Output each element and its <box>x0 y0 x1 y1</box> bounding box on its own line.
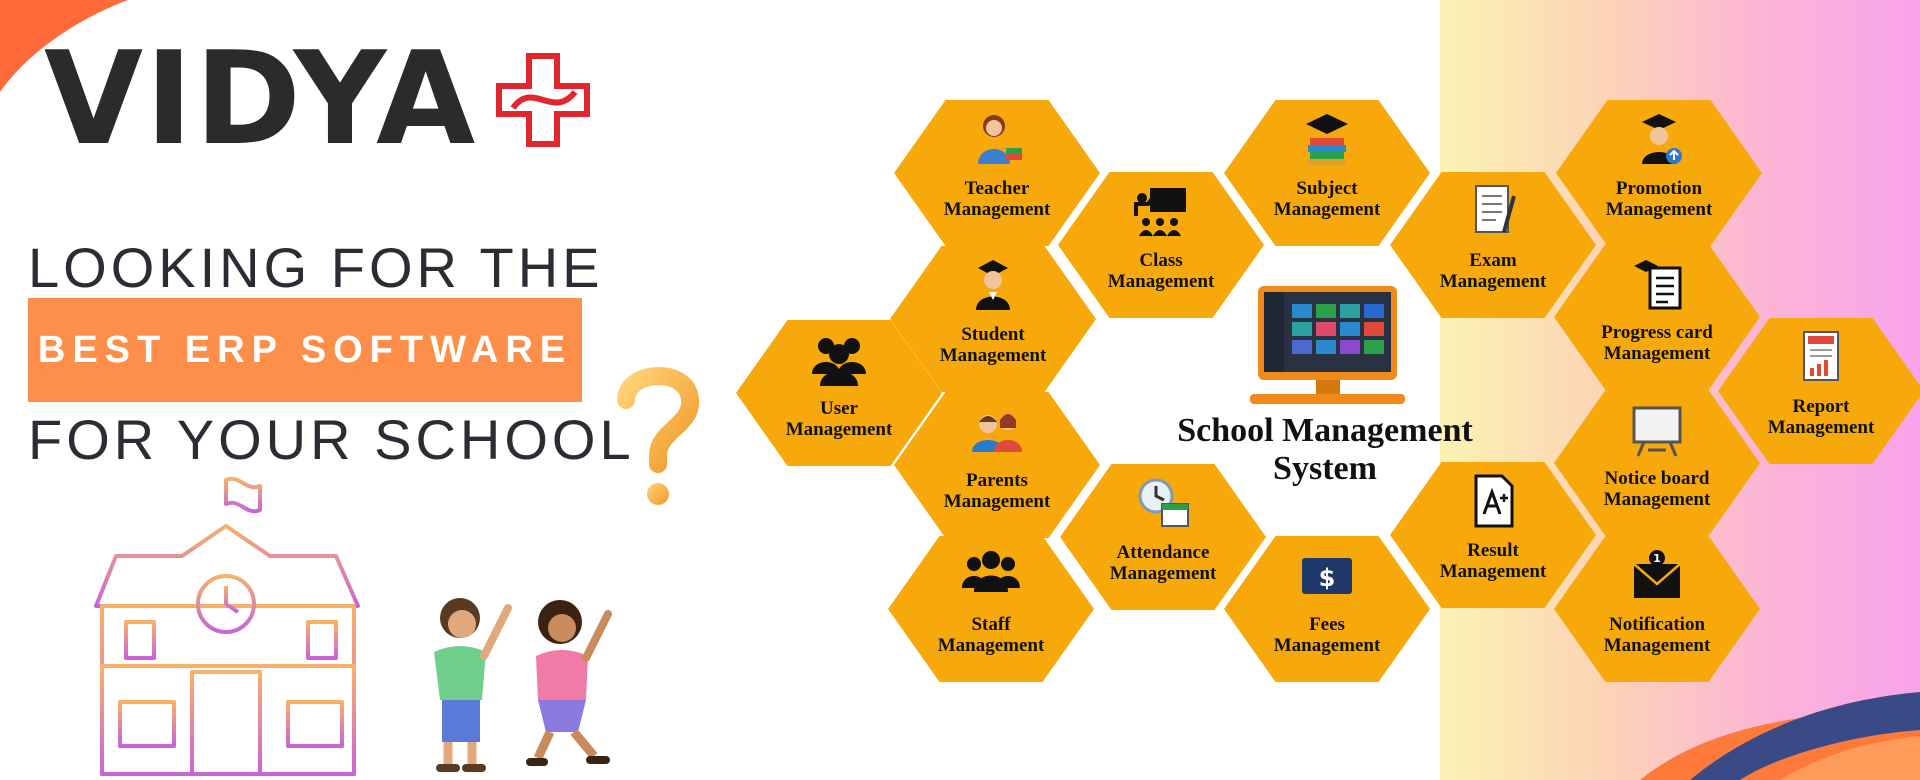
plus-cross-icon <box>496 53 591 147</box>
notification-icon: 1 <box>1633 550 1681 598</box>
class-icon <box>1134 188 1186 237</box>
report-icon <box>1803 331 1839 381</box>
module-label: Fees Management <box>1273 614 1381 656</box>
module-label: Notice board Management <box>1603 468 1711 510</box>
fees-icon: $ <box>1302 558 1352 594</box>
wave-decoration <box>1640 692 1920 780</box>
exam-icon <box>1475 185 1516 233</box>
school-building-illustration <box>94 476 360 776</box>
headline-line-1: LOOKING FOR THE <box>28 236 604 299</box>
headline-line-3: FOR YOUR SCHOOL <box>28 408 635 471</box>
module-attendance[interactable]: Attendance Management <box>1060 464 1266 610</box>
module-label: Teacher Management <box>943 178 1051 220</box>
module-label: Student Management <box>939 324 1047 366</box>
attendance-icon <box>1138 478 1189 527</box>
module-progress-card[interactable]: Progress card Management <box>1554 244 1760 390</box>
module-report[interactable]: Report Management <box>1718 318 1920 464</box>
users-icon <box>812 338 866 386</box>
module-teacher[interactable]: Teacher Management <box>894 100 1100 246</box>
module-label: Attendance Management <box>1109 542 1217 584</box>
module-parents[interactable]: Parents Management <box>894 392 1100 538</box>
module-label: Progress card Management <box>1601 322 1713 364</box>
module-class[interactable]: Class Management <box>1058 172 1264 318</box>
module-label: Subject Management <box>1273 178 1381 220</box>
parents-icon <box>972 414 1022 452</box>
progress-card-icon <box>1634 260 1682 310</box>
module-user[interactable]: User Management <box>736 320 942 466</box>
children-illustration <box>434 598 612 772</box>
module-notification[interactable]: 1 Notification Management <box>1554 536 1760 682</box>
brand-name: VIDYA <box>44 25 478 174</box>
module-label: Report Management <box>1767 396 1875 438</box>
module-label: Staff Management <box>937 614 1045 656</box>
svg-text:$: $ <box>1319 564 1336 592</box>
student-icon <box>976 260 1010 310</box>
module-notice-board[interactable]: Notice board Management <box>1554 390 1760 536</box>
highlight-text: BEST ERP SOFTWARE <box>37 328 573 371</box>
promotion-icon <box>1642 114 1682 164</box>
module-label: Class Management <box>1107 250 1215 292</box>
subject-icon <box>1306 114 1348 165</box>
brand-logo[interactable]: VIDYA <box>44 36 593 164</box>
module-label: User Management <box>785 398 893 440</box>
module-student[interactable]: Student Management <box>890 246 1096 392</box>
module-exam[interactable]: Exam Management <box>1390 172 1596 318</box>
staff-icon <box>962 551 1020 592</box>
module-subject[interactable]: Subject Management <box>1224 100 1430 246</box>
module-staff[interactable]: Staff Management <box>888 536 1094 682</box>
result-icon <box>1474 474 1514 528</box>
module-promotion[interactable]: Promotion Management <box>1556 100 1762 246</box>
notice-board-icon <box>1632 406 1682 457</box>
module-fees[interactable]: $ Fees Management <box>1224 536 1430 682</box>
teacher-icon <box>978 115 1022 164</box>
module-label: Promotion Management <box>1605 178 1713 220</box>
question-mark-icon <box>617 367 699 505</box>
module-label: Parents Management <box>943 470 1051 512</box>
center-title: School Management System <box>1177 412 1473 487</box>
module-label: Result Management <box>1439 540 1547 582</box>
corner-swoosh-decoration <box>0 0 128 92</box>
monitor-dashboard-icon <box>1250 286 1405 404</box>
module-label: Notification Management <box>1603 614 1711 656</box>
highlight-banner: BEST ERP SOFTWARE <box>28 298 582 402</box>
module-label: Exam Management <box>1439 250 1547 292</box>
svg-text:1: 1 <box>1653 552 1661 565</box>
module-result[interactable]: Result Management <box>1390 462 1596 608</box>
